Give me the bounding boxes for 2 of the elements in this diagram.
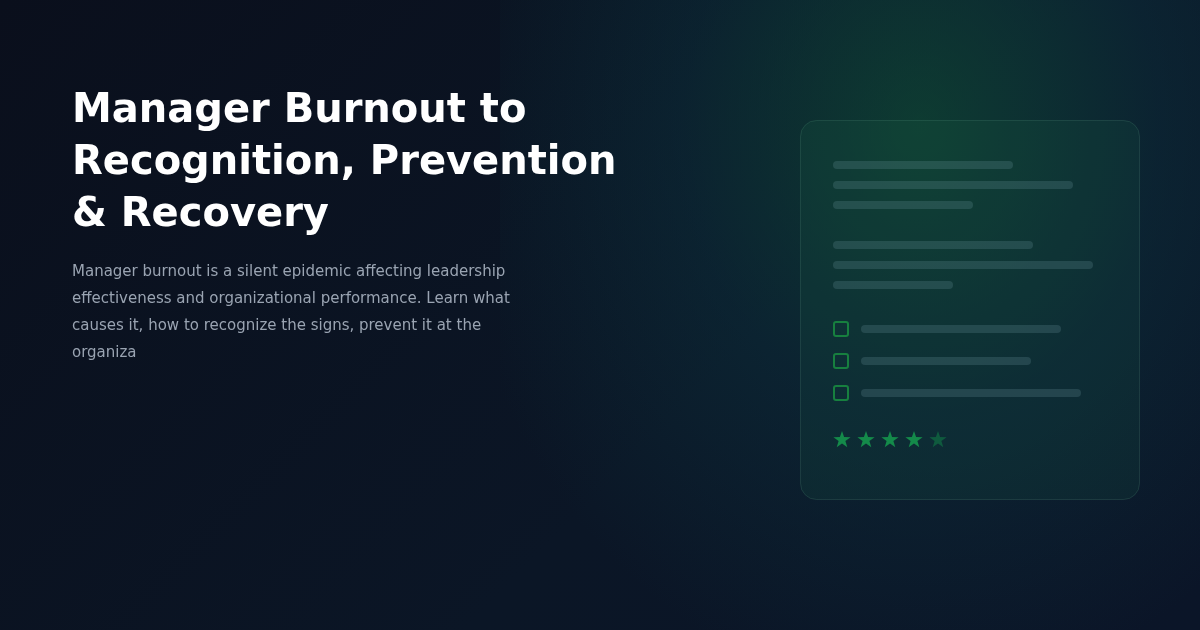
title: Manager Burnout to Recognition, Prevention & Recovery <box>72 84 618 237</box>
description: Manager burnout is a silent epidemic affecting leadership effectiveness and organizational performance. Learn what causes it, how to recognize the signs, prevent it at the organiza <box>72 261 511 363</box>
